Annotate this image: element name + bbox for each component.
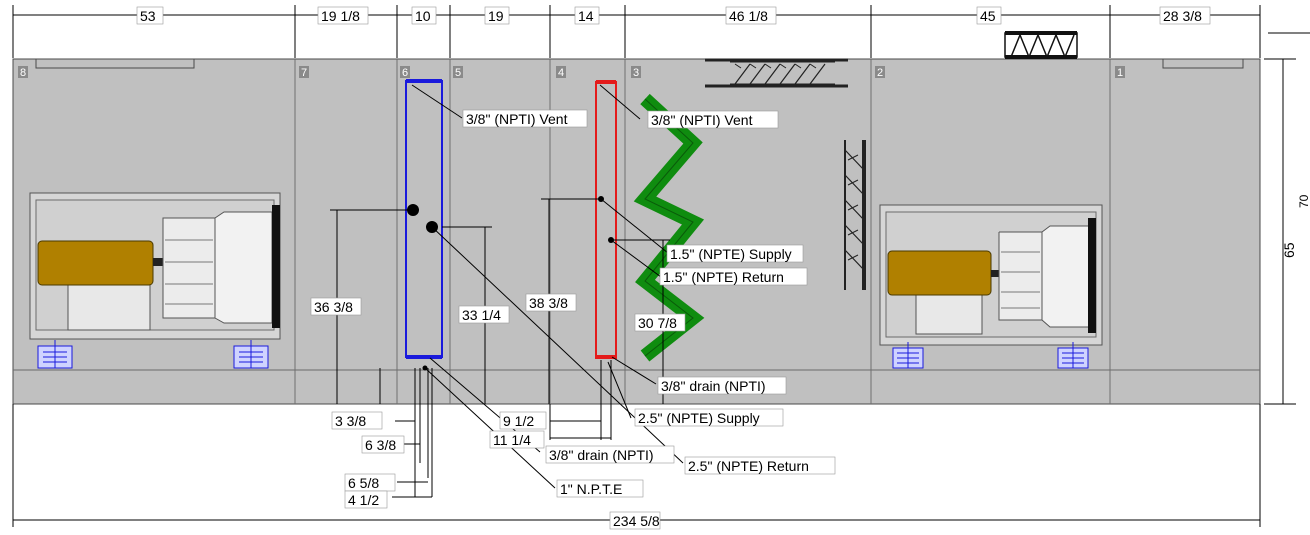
dim-label: 46 1/8 <box>729 8 768 24</box>
dim-label: 14 <box>578 8 594 24</box>
dim-label: 19 1/8 <box>321 8 360 24</box>
offset-label: 4 1/2 <box>348 492 379 508</box>
height-38: 38 3/8 <box>529 295 568 311</box>
callouts: 3/8" (NPTI) Vent 3/8" (NPTI) Vent 1.5" (… <box>462 109 836 498</box>
top-dimensions: 53 19 1/8 10 19 14 46 1/8 45 28 3/8 <box>136 6 1211 25</box>
height-dim-label: 65 <box>1281 242 1297 258</box>
dim-label: 19 <box>488 8 504 24</box>
side-cut-label: 70 <box>1297 194 1310 208</box>
supply-callout: 2.5" (NPTE) Supply <box>638 410 760 426</box>
offset-label: 3 3/8 <box>335 413 366 429</box>
drain-callout: 3/8" drain (NPTI) <box>661 378 766 394</box>
npte-callout: 1" N.P.T.E <box>560 481 622 497</box>
offset-label: 11 1/4 <box>493 432 531 448</box>
supply-callout: 1.5" (NPTE) Supply <box>670 246 792 262</box>
motor <box>887 250 992 296</box>
vibration-isolator <box>1057 342 1089 369</box>
section-number: 4 <box>558 67 564 79</box>
offset-label: 6 5/8 <box>348 475 379 491</box>
vent-callout: 3/8" (NPTI) Vent <box>651 112 753 128</box>
inlet-opening <box>1162 58 1244 69</box>
return-callout: 1.5" (NPTE) Return <box>663 269 784 285</box>
section-numbers: 8 7 6 5 4 3 2 1 <box>18 66 1125 79</box>
drain-callout: 3/8" drain (NPTI) <box>549 447 654 463</box>
vent-callout: 3/8" (NPTI) Vent <box>466 111 568 127</box>
dim-label: 45 <box>980 8 996 24</box>
overall-dim-label: 234 5/8 <box>613 513 660 529</box>
height-dimension-line <box>1264 32 1310 405</box>
section-number: 7 <box>301 67 307 79</box>
height-33: 33 1/4 <box>462 307 501 323</box>
section-number: 5 <box>455 67 461 79</box>
section-number: 3 <box>633 67 639 79</box>
fan-assembly-left <box>29 192 281 369</box>
section-number: 1 <box>1117 67 1123 79</box>
offset-dimension-lines <box>392 360 612 498</box>
section-number: 2 <box>877 67 883 79</box>
grille <box>844 140 866 290</box>
dim-label: 53 <box>140 8 156 24</box>
section-number: 6 <box>402 67 408 79</box>
section-number: 8 <box>20 67 26 79</box>
dim-label: 28 3/8 <box>1163 8 1202 24</box>
offset-label: 6 3/8 <box>365 437 396 453</box>
motor <box>37 240 154 286</box>
damper <box>1004 31 1078 59</box>
vibration-isolator <box>892 342 924 369</box>
return-callout: 2.5" (NPTE) Return <box>688 458 809 474</box>
louver <box>705 58 848 88</box>
outlet-opening <box>35 58 195 69</box>
height-30: 30 7/8 <box>638 315 677 331</box>
offset-label: 9 1/2 <box>503 413 534 429</box>
offset-labels: 3 3/8 6 3/8 6 5/8 4 1/2 9 1/2 11 1/4 <box>331 411 547 509</box>
dim-label: 10 <box>415 8 431 24</box>
dx-coil-outline <box>644 98 694 357</box>
height-36: 36 3/8 <box>314 299 353 315</box>
vibration-isolator <box>37 340 73 369</box>
fan-assembly-right <box>879 204 1103 369</box>
top-dimension-line <box>12 5 1261 58</box>
vibration-isolator <box>233 340 269 369</box>
